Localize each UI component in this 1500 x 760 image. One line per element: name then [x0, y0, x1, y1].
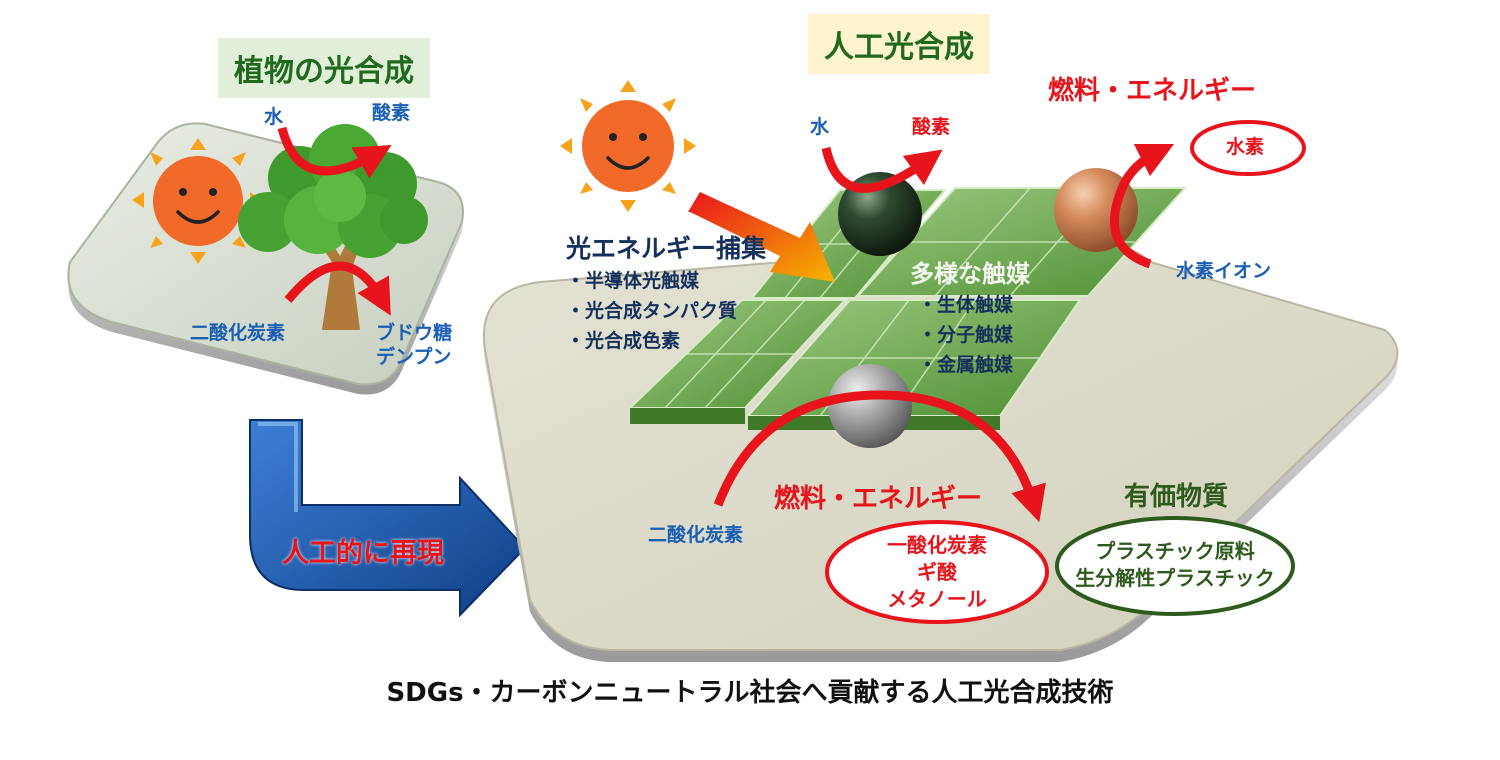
catalyst-title: 多様な触媒 [910, 260, 1030, 288]
artificial-water-label: 水 [810, 116, 830, 138]
light-item-1: ・半導体光触媒 [566, 270, 700, 292]
light-item-3: ・光合成色素 [566, 330, 681, 352]
water-oxygen-arrow-right [821, 146, 943, 193]
catalyst-item-1: ・生体触媒 [918, 294, 1014, 316]
caption: SDGs・カーボンニュートラル社会へ貢献する人工光合成技術 [386, 678, 1114, 708]
artificial-co2-label: 二酸化炭素 [648, 524, 744, 546]
light-harvest-title: 光エネルギー捕集 [566, 234, 767, 263]
valuable-title: 有価物質 [1124, 482, 1229, 512]
fuel-bottom-label: 燃料・エネルギー [774, 484, 983, 514]
catalyst-ball-gray [828, 364, 912, 448]
artificial-oxygen-label: 酸素 [912, 116, 951, 138]
plant-starch-label: デンプン [376, 346, 452, 368]
hydrogen-ellipse [1190, 120, 1306, 176]
reproduce-arrow-label: 人工的に再現 [282, 538, 444, 569]
hydrogen-ion-label: 水素イオン [1176, 260, 1272, 282]
plant-co2-label: 二酸化炭素 [190, 322, 286, 344]
co2-sugar-arrow-left [284, 261, 391, 316]
catalyst-ball-dark [838, 172, 922, 256]
catalyst-item-3: ・金属触媒 [918, 354, 1014, 376]
light-item-2: ・光合成タンパク質 [566, 300, 738, 322]
fuel-items: 一酸化炭素 ギ酸 メタノール [857, 532, 1017, 613]
co2-fuel-arrow [713, 390, 1046, 523]
fuel-ellipse [825, 520, 1049, 624]
valuable-item-2: 生分解性プラスチック [1075, 566, 1275, 590]
plant-title: 植物の光合成 [218, 38, 430, 98]
catalyst-item-2: ・分子触媒 [918, 324, 1014, 346]
hydrogen-label: 水素 [1226, 136, 1265, 158]
hydrogen-ion-arrow [1109, 143, 1175, 269]
fuel-item-1: 一酸化炭素 [887, 533, 987, 557]
valuable-ellipse [1055, 516, 1295, 616]
plant-water-label: 水 [264, 106, 284, 128]
fuel-item-2: ギ酸 [917, 560, 957, 584]
fuel-item-3: メタノール [887, 587, 987, 611]
sun-icon-right [560, 80, 696, 212]
fuel-top-label: 燃料・エネルギー [1048, 76, 1257, 106]
plant-sugar-label: ブドウ糖 [376, 322, 453, 344]
valuable-item-1: プラスチック原料 [1095, 539, 1255, 563]
sun-icon-left [132, 138, 262, 264]
plant-oxygen-label: 酸素 [372, 102, 411, 124]
artificial-title: 人工光合成 [808, 14, 990, 74]
light-beam-arrow [688, 192, 835, 282]
valuable-items: プラスチック原料 生分解性プラスチック [1062, 538, 1288, 592]
reproduce-arrow [249, 419, 527, 618]
water-oxygen-arrow-left [277, 126, 392, 179]
